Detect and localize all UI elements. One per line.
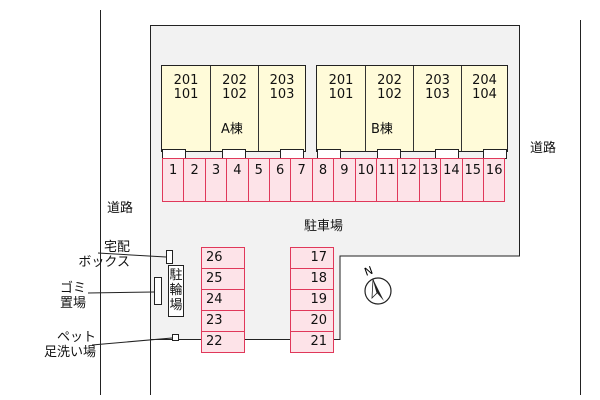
property-lot: 201 101 202 102 203 103 A棟 201 101 202 1… (150, 25, 520, 353)
unit-number-upper: 203 (425, 73, 450, 88)
right-road-label: 道路 (530, 141, 557, 156)
unit-b-4: 204 104 (461, 66, 507, 151)
unit-b-2: 202 102 (365, 66, 413, 151)
parking-space: 19 (290, 289, 334, 311)
parking-space: 25 (201, 268, 245, 290)
parking-space: 9 (333, 158, 356, 202)
building-b-label: B棟 (369, 118, 395, 137)
parking-space: 26 (201, 247, 245, 269)
parking-label: 駐車場 (304, 219, 344, 234)
unit-b-1: 201 101 (317, 66, 365, 151)
garbage-area (154, 277, 162, 305)
delivery-box (166, 250, 173, 264)
building-a: 201 101 202 102 203 103 A棟 (161, 65, 306, 159)
parking-space: 17 (290, 247, 334, 269)
parking-space: 5 (247, 158, 270, 202)
bicycle-parking-label: 駐輪場 (169, 268, 183, 313)
unit-number-upper: 203 (269, 73, 295, 88)
north-label: N (363, 265, 375, 279)
unit-number-upper: 201 (328, 73, 354, 88)
parking-space: 24 (201, 289, 245, 311)
parking-space: 4 (226, 158, 249, 202)
unit-number-lower: 102 (222, 87, 247, 102)
parking-space: 14 (440, 158, 463, 202)
unit-a-2: 202 102 (210, 66, 258, 151)
unit-b-3: 203 103 (413, 66, 461, 151)
north-arrow-icon: N (363, 265, 392, 305)
building-a-label: A棟 (219, 118, 245, 137)
unit-number-upper: 201 (173, 73, 199, 88)
unit-number-lower: 101 (328, 87, 354, 102)
parking-space: 8 (311, 158, 335, 202)
parking-space: 20 (290, 310, 334, 332)
parking-space: 13 (418, 158, 442, 202)
unit-number-lower: 103 (425, 87, 450, 102)
pet-wash-area (172, 334, 179, 341)
unit-number-lower: 101 (173, 87, 199, 102)
unit-number-lower: 102 (377, 87, 402, 102)
unit-number-upper: 202 (222, 73, 247, 88)
parking-space: 21 (290, 331, 334, 353)
delivery-box-callout: 宅配 ボックス (78, 240, 130, 270)
parking-space: 6 (269, 158, 292, 202)
unit-number-lower: 104 (472, 87, 497, 102)
unit-number-upper: 204 (472, 73, 497, 88)
parking-space: 10 (354, 158, 377, 202)
parking-space: 12 (397, 158, 420, 202)
parking-space: 18 (290, 268, 334, 290)
parking-space: 22 (201, 331, 245, 353)
parking-space: 11 (376, 158, 399, 202)
parking-space: 16 (483, 158, 506, 202)
bicycle-parking: 駐輪場 (168, 265, 184, 317)
left-road-label: 道路 (107, 201, 134, 216)
right-road-line (580, 20, 581, 395)
unit-a-3: 203 103 (258, 66, 305, 151)
parking-space: 3 (204, 158, 228, 202)
parking-space: 15 (461, 158, 484, 202)
left-road-line (100, 10, 101, 395)
parking-space: 7 (290, 158, 313, 202)
parking-space: 23 (201, 310, 245, 332)
unit-number-lower: 103 (269, 87, 295, 102)
pet-wash-callout: ペット 足洗い場 (43, 330, 96, 360)
unit-number-upper: 202 (377, 73, 402, 88)
parking-space: 1 (162, 158, 185, 202)
unit-a-1: 201 101 (162, 66, 210, 151)
parking-space: 2 (183, 158, 206, 202)
garbage-callout: ゴミ 置場 (59, 281, 86, 311)
building-b: 201 101 202 102 203 103 204 104 B棟 (316, 65, 508, 159)
